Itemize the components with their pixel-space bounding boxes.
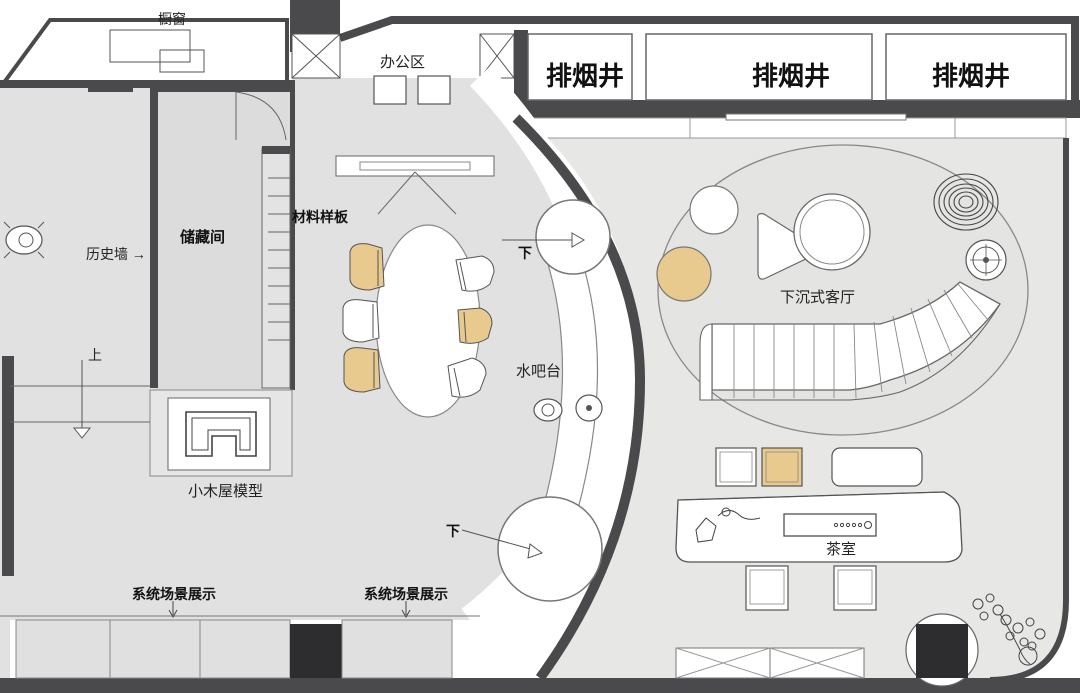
curved-sofa [699, 281, 1001, 401]
side-table-white [689, 185, 739, 235]
meeting-chair-right-3 [447, 357, 487, 398]
label-water-bar: 水吧台 [516, 363, 561, 380]
label-sunken-living-room: 下沉式客厅 [780, 289, 855, 306]
exhaust-shaft-box-2 [645, 33, 873, 101]
label-exhaust-shaft-3: 排烟井 [932, 61, 1010, 91]
cabin-model-shape [185, 411, 257, 457]
spiral-rug [933, 173, 999, 231]
label-storage-room: 储藏间 [180, 228, 225, 246]
office-chair-2 [417, 75, 451, 105]
label-office-area: 办公区 [380, 54, 425, 71]
office-chair-1 [373, 75, 407, 105]
label-history-wall: 历史墙 → [86, 246, 146, 262]
tea-stool-wood [761, 447, 803, 487]
label-down-1: 下 [518, 245, 532, 261]
label-up: 上 [88, 347, 102, 363]
tea-chair-2 [833, 565, 877, 611]
label-material-samples: 材料样板 [292, 209, 349, 225]
side-table-wood [656, 246, 712, 302]
exhaust-shaft-box-3 [885, 33, 1067, 101]
label-scene-display-2: 系统场景展示 [364, 586, 448, 602]
exhaust-shaft-box-1 [527, 33, 633, 101]
label-exhaust-shaft-1: 排烟井 [546, 61, 624, 91]
label-display-window: 橱窗 [158, 11, 186, 27]
meeting-chair-left-1 [349, 243, 385, 291]
plant-icon [972, 593, 1046, 666]
display-window-box-2 [159, 49, 205, 73]
round-side-table-target [965, 239, 1007, 281]
tea-stool-white [715, 447, 757, 487]
tea-chair-1 [745, 565, 789, 611]
column-bottom-right [916, 624, 968, 678]
person-icon-history-wall [3, 221, 45, 259]
tea-bench [831, 447, 923, 487]
label-scene-display-1: 系统场景展示 [132, 586, 216, 602]
label-cabin-model: 小木屋模型 [188, 483, 263, 500]
meeting-chair-left-3 [343, 347, 381, 393]
display-window-box-1 [109, 29, 191, 63]
tea-tray [783, 513, 877, 537]
meeting-chair-left-2 [342, 299, 380, 343]
round-lounge-chair [793, 193, 871, 271]
meeting-chair-right-1 [455, 255, 495, 292]
label-exhaust-shaft-2: 排烟井 [752, 61, 830, 91]
display-cabinet-row [15, 619, 291, 679]
round-landing-bottom [497, 496, 603, 602]
meeting-chair-right-2 [457, 307, 493, 344]
label-down-2: 下 [446, 523, 460, 539]
tea-decor-icon [695, 507, 761, 543]
label-tea-room: 茶室 [826, 541, 856, 558]
person-icon-bar [533, 398, 563, 422]
